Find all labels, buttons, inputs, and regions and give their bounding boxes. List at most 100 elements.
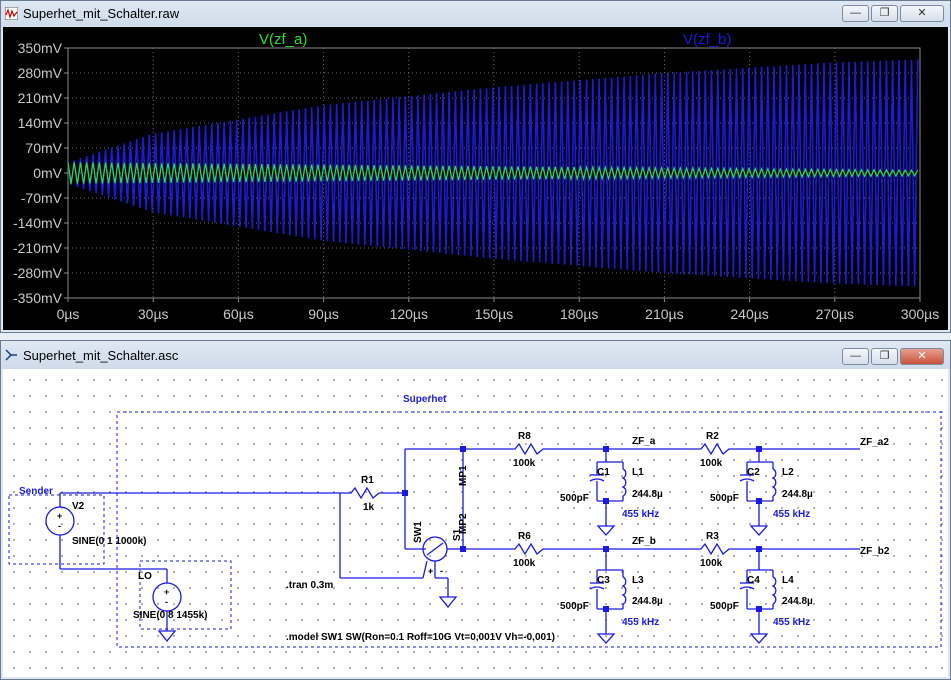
r3-label[interactable]: R3	[706, 531, 719, 542]
x-tick-label: 90µs	[308, 306, 339, 322]
l2-value[interactable]: 244.8µ	[782, 489, 813, 500]
tran-directive[interactable]: .tran 0.3m	[286, 580, 333, 591]
sw1-label[interactable]: SW1	[413, 521, 424, 543]
zf-b2-net-label[interactable]: ZF_b2	[860, 546, 890, 557]
r2-label[interactable]: R2	[706, 431, 719, 442]
l4-value[interactable]: 244.8µ	[782, 596, 813, 607]
plot-window-controls: — ❐ ✕	[842, 5, 944, 22]
x-tick-label: 150µs	[475, 306, 513, 322]
lo-value[interactable]: SINE(0 8 1455k)	[133, 610, 208, 621]
model-directive[interactable]: .model SW1 SW(Ron=0.1 Roff=10G Vt=0,001V…	[286, 632, 555, 643]
minimize-button[interactable]: —	[842, 5, 869, 22]
lo-block-box[interactable]	[139, 560, 232, 630]
schematic-drawing[interactable]: Superhet Sender V2 SINE(0 1 1000k) LO SI…	[3, 369, 948, 677]
r8-value[interactable]: 100k	[513, 458, 536, 469]
schematic-window-controls: — ❐ ✕	[842, 348, 944, 365]
c4-value[interactable]: 500pF	[710, 601, 739, 612]
schematic-canvas[interactable]: Superhet Sender V2 SINE(0 1 1000k) LO SI…	[3, 369, 948, 677]
mp1-label[interactable]: MP1	[458, 465, 469, 486]
l1-freq[interactable]: 455 kHz	[622, 509, 659, 520]
junction-dots	[402, 446, 762, 612]
waveform-chart[interactable]: 350mV280mV210mV140mV70mV0mV-70mV-140mV-2…	[3, 27, 948, 332]
r3-value[interactable]: 100k	[700, 558, 723, 569]
maximize-button[interactable]: ❐	[871, 5, 898, 22]
superhet-label[interactable]: Superhet	[403, 394, 447, 405]
r8-resistor[interactable]	[508, 442, 606, 456]
r2-resistor[interactable]	[696, 442, 860, 456]
lo-minus: -	[165, 597, 168, 607]
l2-label[interactable]: L2	[782, 467, 794, 478]
r2-value[interactable]: 100k	[700, 458, 723, 469]
close-button[interactable]: ✕	[900, 5, 944, 22]
l3-value[interactable]: 244.8µ	[632, 596, 663, 607]
legend-zf-b[interactable]: V(zf_b)	[683, 31, 731, 48]
r1-label[interactable]: R1	[361, 475, 374, 486]
v2-label[interactable]: V2	[72, 501, 85, 512]
r8-label[interactable]: R8	[518, 431, 531, 442]
l1-label[interactable]: L1	[632, 467, 644, 478]
r1-resistor[interactable]	[340, 486, 405, 500]
r6-value[interactable]: 100k	[513, 558, 536, 569]
c2-l2-tank[interactable]	[739, 449, 777, 536]
l2-freq[interactable]: 455 kHz	[773, 509, 810, 520]
legend-zf-a[interactable]: V(zf_a)	[259, 31, 307, 48]
x-tick-label: 270µs	[816, 306, 854, 322]
close-button[interactable]: ✕	[900, 348, 944, 365]
mp2-label[interactable]: MP2	[458, 513, 469, 534]
l3-label[interactable]: L3	[632, 575, 644, 586]
c3-label[interactable]: C3	[597, 575, 610, 586]
minimize-icon: —	[850, 350, 861, 362]
maximize-button[interactable]: ❐	[871, 348, 898, 365]
y-tick-label: 350mV	[18, 40, 63, 56]
v2-minus: -	[58, 521, 61, 531]
r1-value[interactable]: 1k	[363, 502, 375, 513]
schematic-window-titlebar[interactable]: Superhet_mit_Schalter.asc — ❐ ✕	[1, 341, 950, 369]
y-tick-label: 210mV	[18, 90, 63, 106]
y-tick-label: 140mV	[18, 115, 63, 131]
l4-freq[interactable]: 455 kHz	[773, 617, 810, 628]
v2-plus: +	[57, 511, 62, 521]
sender-block-box[interactable]	[8, 494, 105, 565]
schematic-app-icon	[5, 349, 17, 361]
waveform-app-icon	[5, 7, 18, 20]
trace-zf-a	[67, 162, 919, 184]
c2-label[interactable]: C2	[747, 467, 760, 478]
y-tick-label: -70mV	[21, 190, 63, 206]
lo-label[interactable]: LO	[138, 571, 152, 582]
zf-b-net-label[interactable]: ZF_b	[632, 536, 656, 547]
l4-label[interactable]: L4	[782, 575, 794, 586]
superhet-block-box[interactable]	[116, 411, 942, 648]
s1-label[interactable]: S1	[452, 528, 463, 541]
x-tick-label: 120µs	[390, 306, 428, 322]
x-tick-label: 60µs	[223, 306, 254, 322]
zf-a-net-label[interactable]: ZF_a	[632, 436, 656, 447]
c1-l1-tank[interactable]	[589, 449, 627, 536]
x-tick-label: 30µs	[138, 306, 169, 322]
minimize-button[interactable]: —	[842, 348, 869, 365]
y-tick-label: 280mV	[18, 65, 63, 81]
c3-value[interactable]: 500pF	[560, 601, 589, 612]
c3-l3-tank[interactable]	[589, 549, 627, 644]
l3-freq[interactable]: 455 kHz	[622, 617, 659, 628]
r6-resistor[interactable]	[508, 542, 606, 556]
plot-window-titlebar[interactable]: Superhet_mit_Schalter.raw — ❐ ✕	[1, 1, 950, 27]
r3-resistor[interactable]	[696, 542, 860, 556]
sender-label[interactable]: Sender	[19, 486, 53, 497]
r6-label[interactable]: R6	[518, 531, 531, 542]
zf-a2-net-label[interactable]: ZF_a2	[860, 437, 889, 448]
x-tick-label: 240µs	[730, 306, 768, 322]
y-tick-label: -350mV	[13, 290, 63, 306]
c2-value[interactable]: 500pF	[710, 493, 739, 504]
c1-label[interactable]: C1	[597, 467, 610, 478]
l1-value[interactable]: 244.8µ	[632, 489, 663, 500]
v2-value[interactable]: SINE(0 1 1000k)	[72, 536, 147, 547]
c4-l4-tank[interactable]	[739, 549, 777, 644]
c1-value[interactable]: 500pF	[560, 493, 589, 504]
plot-window: Superhet_mit_Schalter.raw — ❐ ✕ 350mV 280…	[0, 0, 951, 333]
x-tick-label: 300µs	[901, 306, 939, 322]
c4-label[interactable]: C4	[747, 575, 760, 586]
minimize-icon: —	[850, 7, 861, 19]
y-tick-label: 70mV	[25, 140, 62, 156]
y-tick-label: -210mV	[13, 240, 63, 256]
